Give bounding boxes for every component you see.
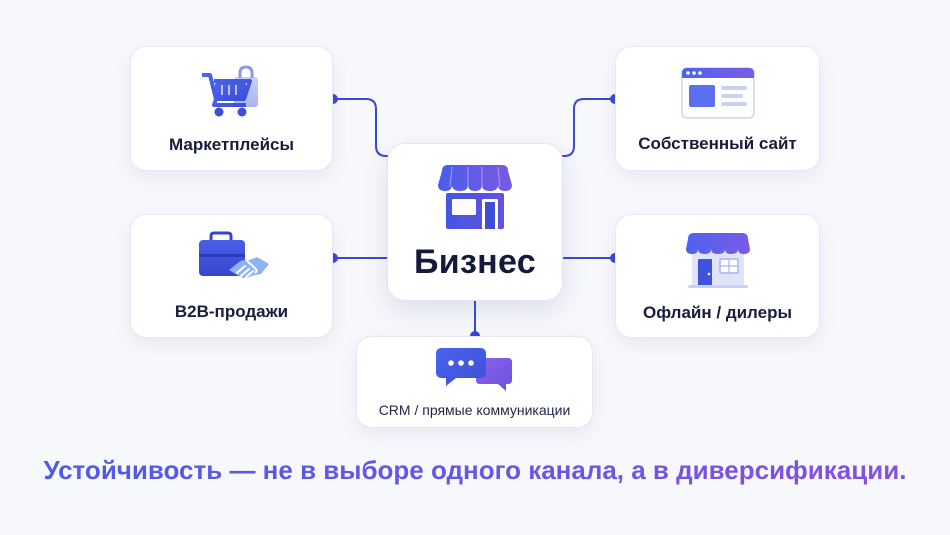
storefront-icon xyxy=(438,164,512,229)
card-own-site[interactable]: Собственный сайт xyxy=(615,46,820,171)
connector-marketplaces xyxy=(333,98,392,157)
label-offline: Офлайн / дилеры xyxy=(643,303,792,322)
card-offline[interactable]: Офлайн / дилеры xyxy=(615,214,820,338)
browser-window-icon xyxy=(680,66,755,119)
label-marketplaces: Маркетплейсы xyxy=(169,134,294,154)
card-b2b[interactable]: B2B-продажи xyxy=(130,214,333,338)
card-marketplaces[interactable]: Маркетплейсы xyxy=(130,46,333,171)
label-center-business: Бизнес xyxy=(414,242,536,281)
shop-icon xyxy=(685,233,750,288)
card-crm[interactable]: CRM / прямые коммуникации xyxy=(356,336,593,428)
card-center-business[interactable]: Бизнес xyxy=(387,143,563,301)
label-crm: CRM / прямые коммуникации xyxy=(378,402,571,418)
label-own-site: Собственный сайт xyxy=(638,133,797,153)
label-b2b: B2B-продажи xyxy=(174,302,289,321)
connector-own-site xyxy=(558,98,615,157)
tagline: Устойчивость — не в выборе одного канала… xyxy=(0,455,950,486)
chat-bubbles-icon xyxy=(435,348,512,391)
shopping-cart-icon xyxy=(201,64,258,116)
briefcase-handshake-icon xyxy=(198,231,269,278)
